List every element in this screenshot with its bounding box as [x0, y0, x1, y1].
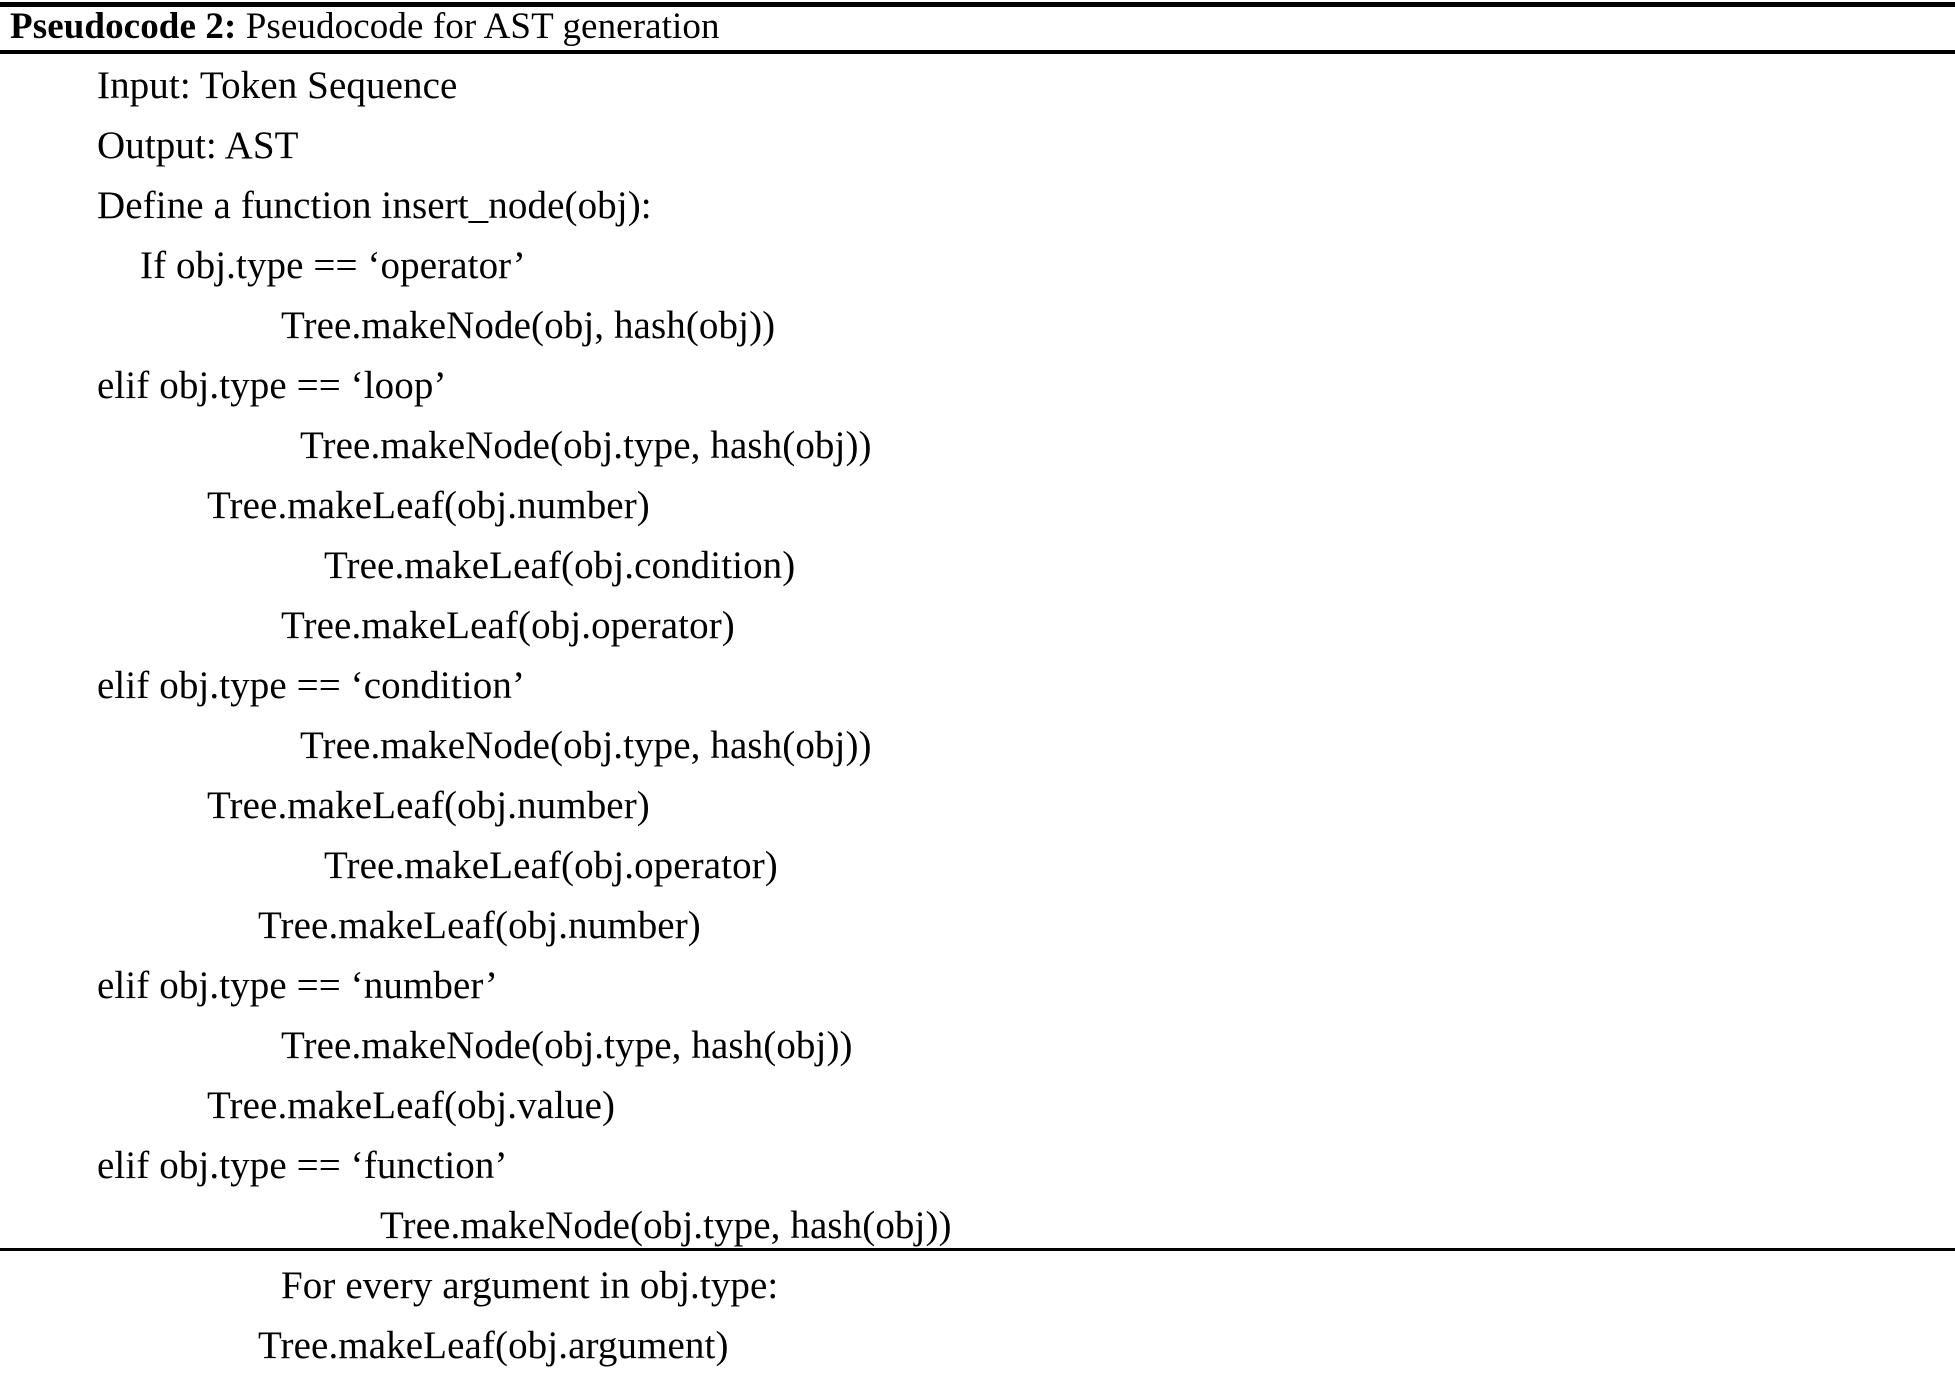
- pseudocode-line: Tree.makeLeaf(obj.argument): [258, 1324, 729, 1367]
- algorithm-bottom-rule: [0, 1248, 1955, 1251]
- pseudocode-line: Define a function insert_node(obj):: [97, 184, 652, 227]
- pseudocode-line: elif obj.type == ‘loop’: [97, 364, 447, 407]
- pseudocode-line: Tree.makeNode(obj.type, hash(obj)): [300, 424, 872, 467]
- pseudocode-line: Tree.makeLeaf(obj.operator): [324, 844, 778, 887]
- pseudocode-line: For every argument in obj.type:: [281, 1264, 779, 1307]
- algorithm-caption-rule: [0, 50, 1955, 54]
- algorithm-top-rule: [0, 2, 1955, 7]
- pseudocode-line: Tree.makeNode(obj.type, hash(obj)): [281, 1024, 853, 1067]
- pseudocode-line: Input: Token Sequence: [97, 64, 458, 107]
- pseudocode-line: If obj.type == ‘operator’: [140, 244, 526, 287]
- pseudocode-line: Tree.makeNode(obj, hash(obj)): [281, 304, 776, 347]
- pseudocode-line: Tree.makeNode(obj.type, hash(obj)): [380, 1204, 952, 1247]
- pseudocode-line: Tree.makeLeaf(obj.condition): [324, 544, 796, 587]
- pseudocode-line: Tree.makeLeaf(obj.number): [207, 484, 650, 527]
- pseudocode-line: elif obj.type == ‘function’: [97, 1144, 508, 1187]
- pseudocode-line: elif obj.type == ‘condition’: [97, 664, 526, 707]
- pseudocode-line: elif obj.type == ‘number’: [97, 964, 498, 1007]
- caption-title: Pseudocode for AST generation: [236, 6, 720, 47]
- pseudocode-line: Tree.makeLeaf(obj.number): [258, 904, 701, 947]
- pseudocode-line: Tree.makeLeaf(obj.value): [207, 1084, 616, 1127]
- pseudocode-line: Tree.makeLeaf(obj.operator): [281, 604, 735, 647]
- caption-label: Pseudocode 2:: [10, 6, 237, 47]
- algorithm-caption: Pseudocode 2: Pseudocode for AST generat…: [10, 6, 720, 48]
- pseudocode-line: Tree.makeNode(obj.type, hash(obj)): [300, 724, 872, 767]
- pseudocode-line: Output: AST: [97, 124, 299, 167]
- pseudocode-line: Tree.makeLeaf(obj.number): [207, 784, 650, 827]
